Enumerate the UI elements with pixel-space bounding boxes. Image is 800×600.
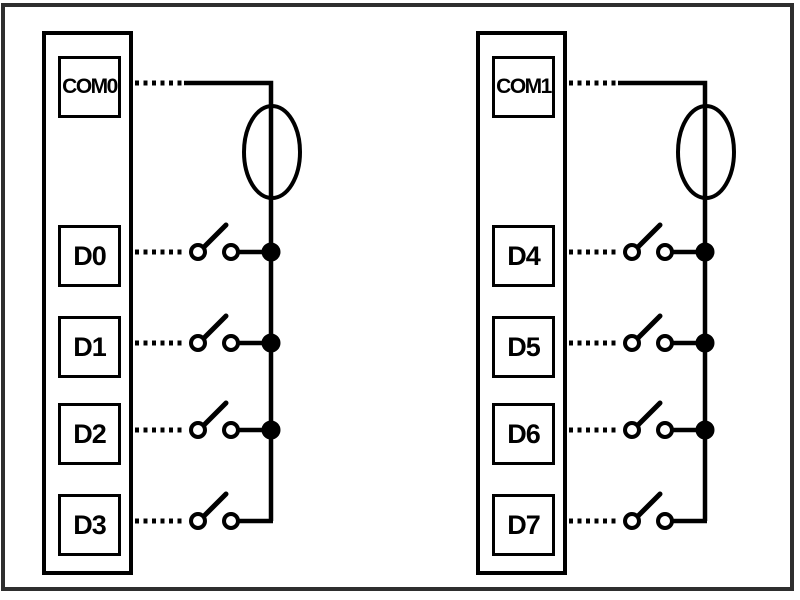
terminal-com1: COM1 [492, 56, 555, 118]
terminal-d0: D0 [58, 225, 121, 287]
terminal-block-right: COM1 D4 D5 D6 D7 [476, 31, 567, 575]
terminal-d5: D5 [492, 316, 555, 378]
terminal-block-left: COM0 D0 D1 D2 D3 [42, 31, 133, 575]
terminal-d7: D7 [492, 494, 555, 556]
terminal-d1: D1 [58, 316, 121, 378]
terminal-d2: D2 [58, 403, 121, 465]
terminal-d3: D3 [58, 494, 121, 556]
terminal-d6: D6 [492, 403, 555, 465]
terminal-com0: COM0 [58, 56, 121, 118]
terminal-d4: D4 [492, 225, 555, 287]
